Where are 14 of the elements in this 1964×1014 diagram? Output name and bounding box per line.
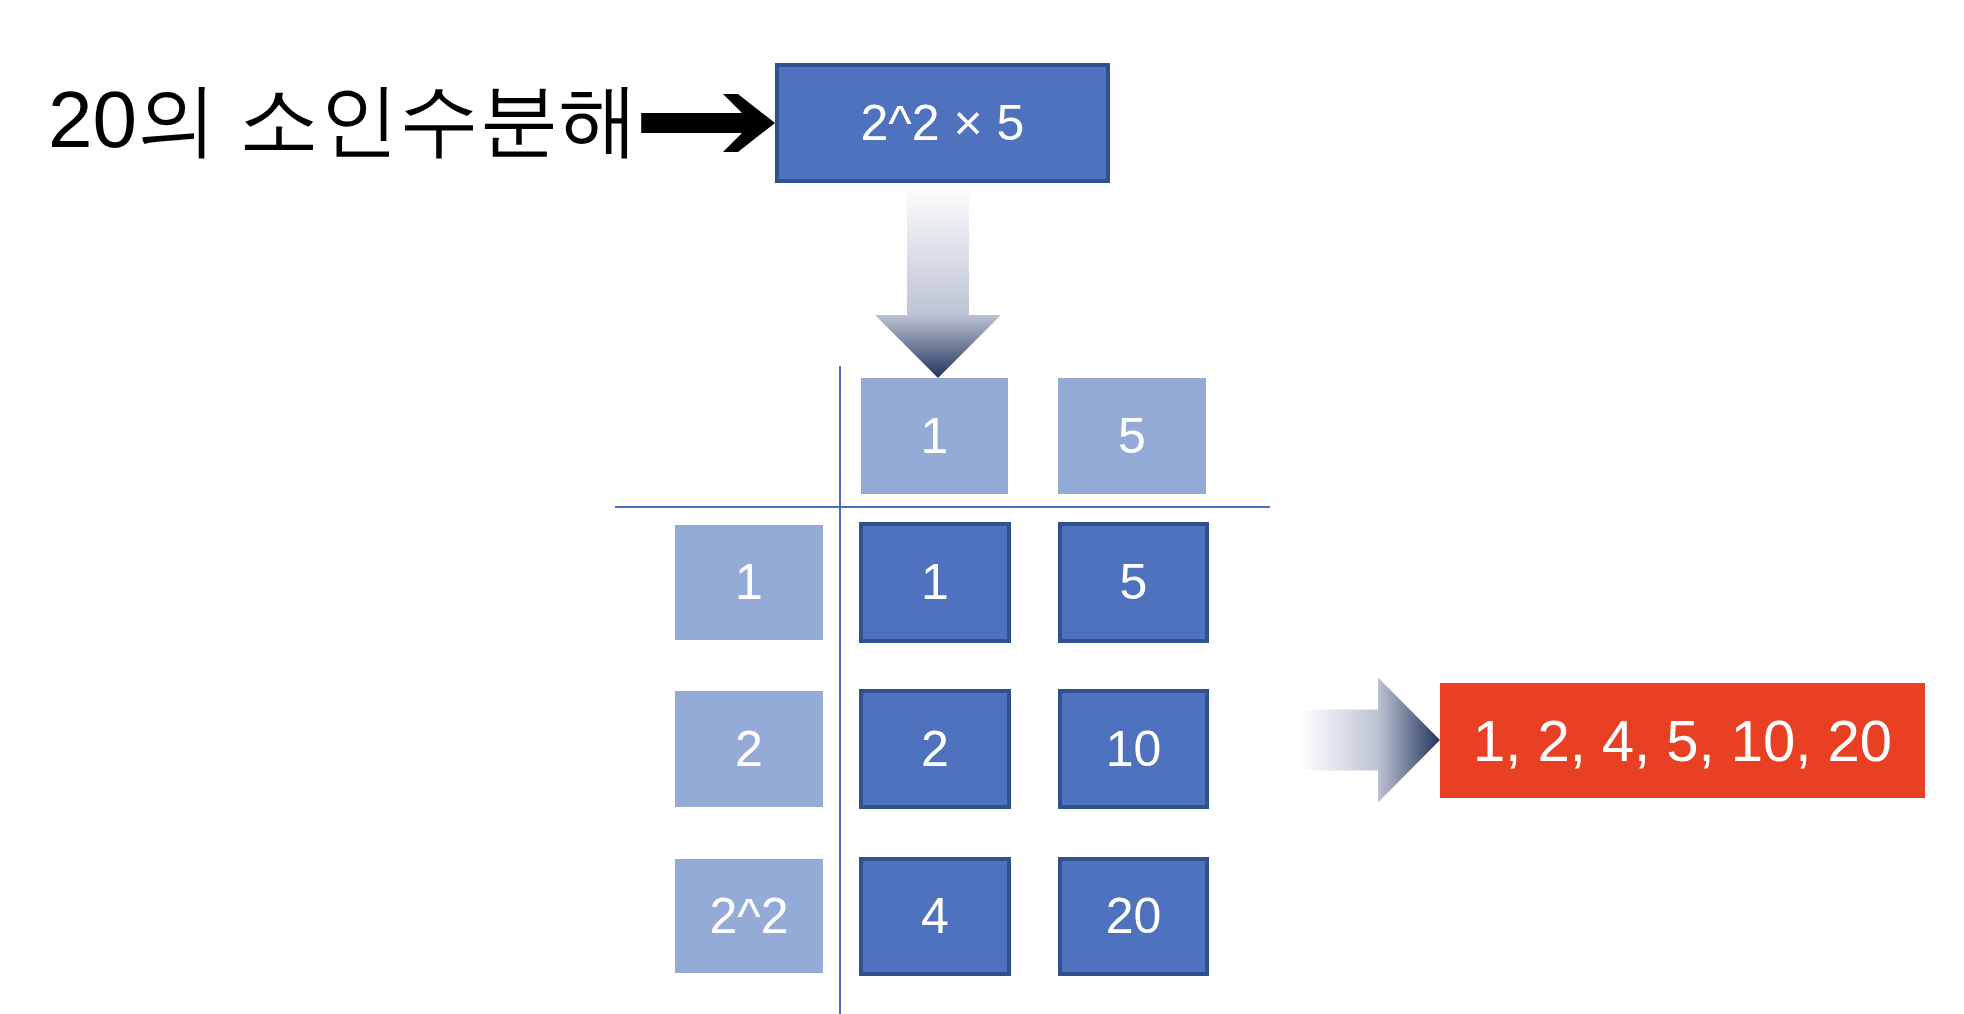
product-tile: 20: [1058, 857, 1209, 976]
row-header-tile: 2: [675, 691, 823, 807]
row-header-tile: 2^2: [675, 859, 823, 973]
result-box: 1, 2, 4, 5, 10, 20: [1440, 683, 1925, 798]
column-header-tile: 5: [1058, 378, 1206, 494]
product-tile: 2: [859, 689, 1011, 809]
product-tile: 10: [1058, 689, 1209, 809]
product-tile: 4: [859, 857, 1011, 976]
column-header-tile: 1: [861, 378, 1008, 494]
factorization-box: 2^2 × 5: [775, 63, 1110, 183]
product-tile: 1: [859, 522, 1011, 643]
title-text: 20의 소인수분해: [48, 80, 640, 160]
row-header-tile: 1: [675, 525, 823, 640]
product-tile: 5: [1058, 522, 1209, 643]
